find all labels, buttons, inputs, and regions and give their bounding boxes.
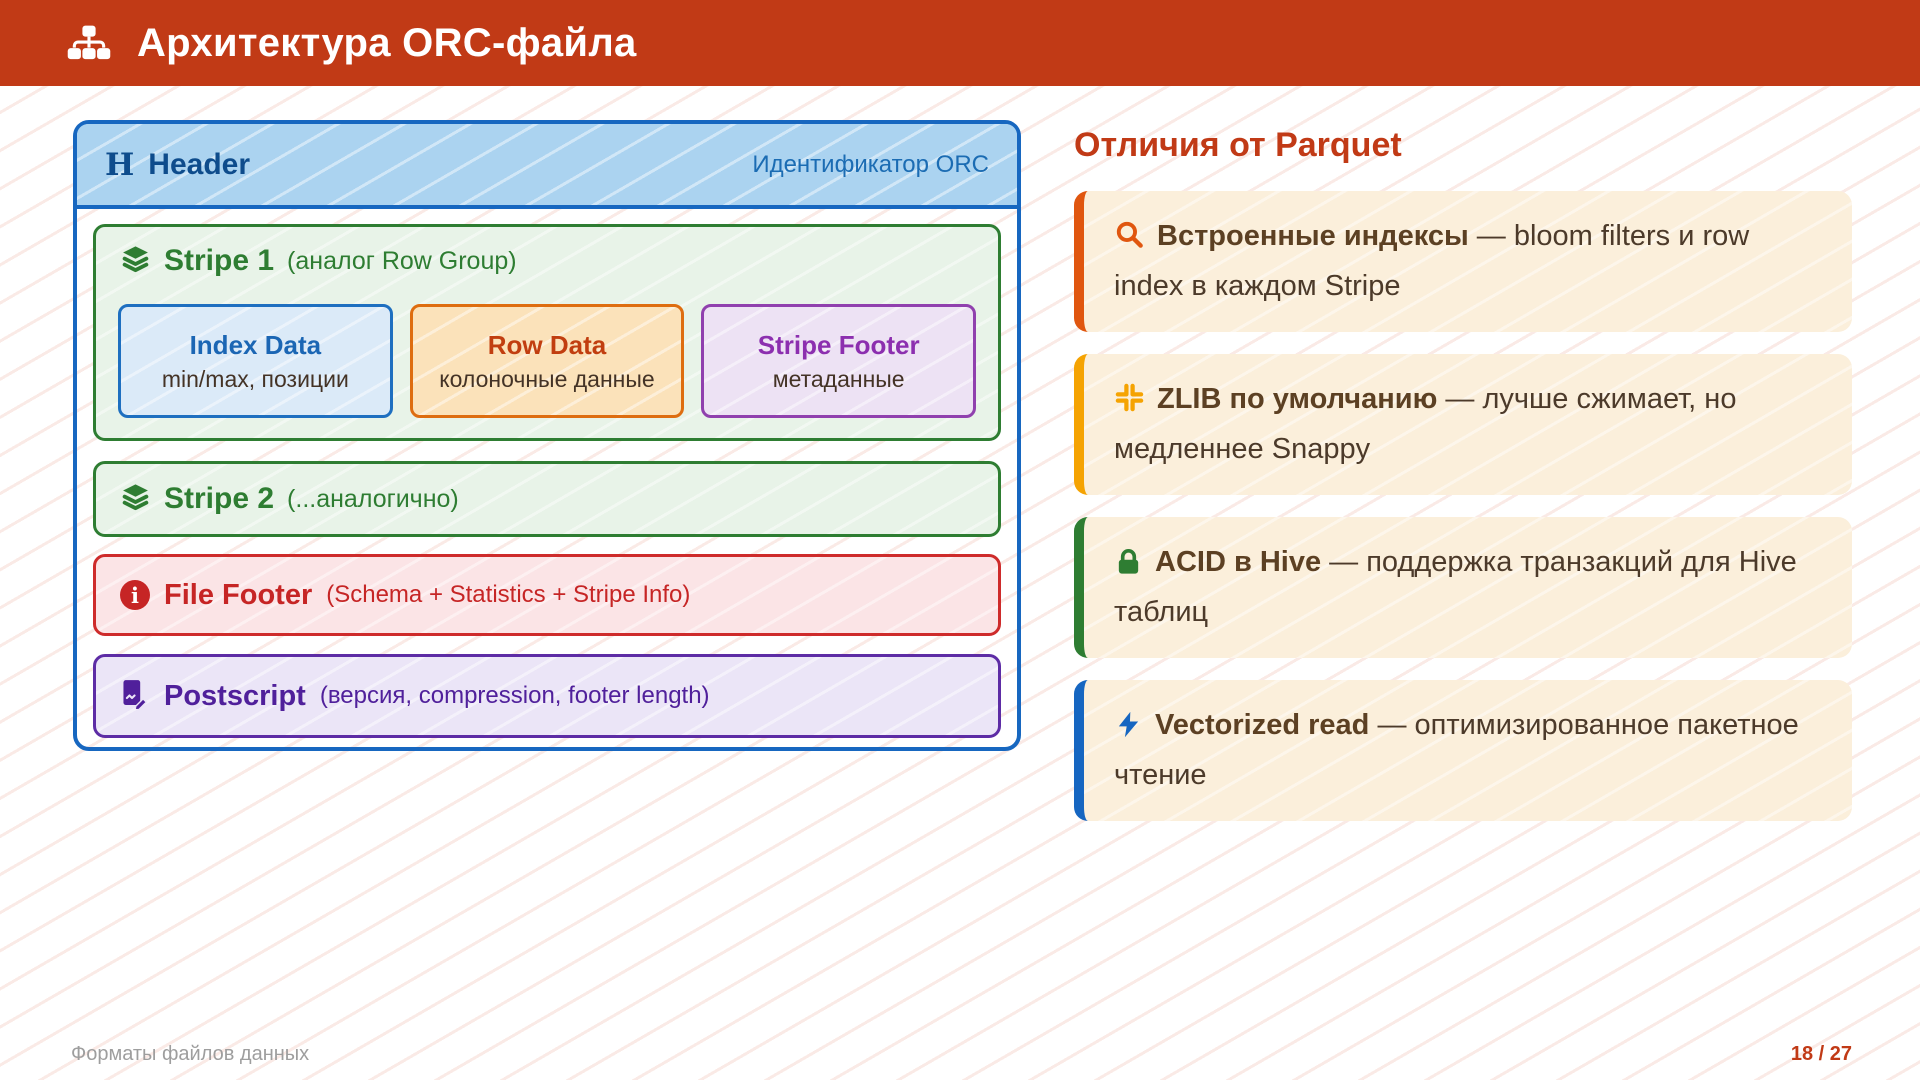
card-desc: — лучше сжимает, но медленнее Snappy bbox=[1114, 383, 1737, 465]
compress-icon bbox=[1114, 382, 1145, 427]
search-icon bbox=[1114, 219, 1145, 264]
row-data-title: Row Data bbox=[487, 329, 607, 360]
stripe1-children: Index Data min/max, позиции Row Data кол… bbox=[118, 304, 977, 418]
bolt-icon bbox=[1114, 708, 1143, 753]
stripe-footer-box: Stripe Footer метаданные bbox=[701, 304, 977, 418]
postscript-title: Postscript bbox=[164, 679, 306, 712]
card-indexes: Встроенные индексы — bloom filters и row… bbox=[1074, 191, 1852, 332]
slide-footer: Форматы файлов данных 18 / 27 bbox=[71, 1043, 1852, 1066]
file-footer-title: File Footer bbox=[164, 578, 313, 611]
postscript-block: Postscript (версия, compression, footer … bbox=[93, 654, 1001, 738]
card-acid: ACID в Hive — поддержка транзакций для H… bbox=[1074, 517, 1852, 658]
comparison-heading: Отличия от Parquet bbox=[1074, 126, 1402, 164]
stripe-footer-subtitle: метаданные bbox=[772, 365, 905, 392]
layers-icon bbox=[120, 481, 151, 517]
stripe2-block: Stripe 2 (...аналогично) bbox=[93, 461, 1001, 537]
stripe-footer-title: Stripe Footer bbox=[757, 329, 920, 360]
row-data-box: Row Data колоночные данные bbox=[409, 304, 685, 418]
stripe1-block: Stripe 1 (аналог Row Group) Index Data m… bbox=[93, 224, 1001, 441]
stripe2-title: Stripe 2 bbox=[164, 482, 275, 515]
stripe2-note: (...аналогично) bbox=[287, 484, 459, 513]
file-footer-block: i File Footer (Schema + Statistics + Str… bbox=[93, 554, 1001, 636]
info-icon: i bbox=[120, 580, 150, 610]
title-bar: Архитектура ORC-файла bbox=[0, 0, 1920, 86]
index-data-subtitle: min/max, позиции bbox=[161, 365, 349, 392]
stripe2-title-row: Stripe 2 (...аналогично) bbox=[120, 481, 459, 517]
card-desc: — bloom filters и row index в каждом Str… bbox=[1114, 220, 1750, 302]
card-vectorized: Vectorized read — оптимизированное пакет… bbox=[1074, 680, 1852, 821]
lock-icon bbox=[1114, 545, 1143, 590]
file-footer-note: (Schema + Statistics + Stripe Info) bbox=[326, 581, 691, 608]
sitemap-icon bbox=[67, 24, 111, 62]
card-term: ZLIB по умолчанию bbox=[1157, 383, 1438, 415]
comparison-cards: Встроенные индексы — bloom filters и row… bbox=[1074, 191, 1852, 821]
card-desc: — оптимизированное пакетное чтение bbox=[1114, 709, 1799, 791]
orc-header-title: Header bbox=[148, 147, 251, 181]
page-title: Архитектура ORC-файла bbox=[137, 20, 637, 65]
file-pen-icon bbox=[120, 679, 150, 714]
card-term: ACID в Hive bbox=[1155, 546, 1322, 578]
footer-deck-title: Форматы файлов данных bbox=[71, 1043, 310, 1065]
card-term: Vectorized read bbox=[1155, 709, 1370, 741]
parquet-comparison: Отличия от Parquet Встроенные индексы — … bbox=[1074, 126, 1852, 821]
heading-icon: H bbox=[105, 146, 135, 183]
postscript-note: (версия, compression, footer length) bbox=[319, 682, 710, 709]
row-data-subtitle: колоночные данные bbox=[439, 365, 655, 392]
orc-header-badge: Идентификатор ORC bbox=[752, 150, 989, 178]
stripe1-title: Stripe 1 bbox=[164, 244, 275, 277]
index-data-box: Index Data min/max, позиции bbox=[118, 304, 393, 418]
card-zlib: ZLIB по умолчанию — лучше сжимает, но ме… bbox=[1074, 354, 1852, 495]
card-term: Встроенные индексы bbox=[1157, 220, 1469, 252]
orc-file-diagram: H Header Идентификатор ORC Stripe 1 (ана… bbox=[73, 120, 1021, 751]
index-data-title: Index Data bbox=[189, 329, 322, 360]
card-desc: — поддержка транзакций для Hive таблиц bbox=[1114, 546, 1797, 628]
stripe1-title-row: Stripe 1 (аналог Row Group) bbox=[96, 227, 998, 279]
layers-icon bbox=[120, 243, 151, 279]
orc-header-block: H Header Идентификатор ORC bbox=[77, 124, 1017, 209]
page-number: 18 / 27 bbox=[1790, 1043, 1852, 1065]
stripe1-note: (аналог Row Group) bbox=[287, 246, 517, 275]
